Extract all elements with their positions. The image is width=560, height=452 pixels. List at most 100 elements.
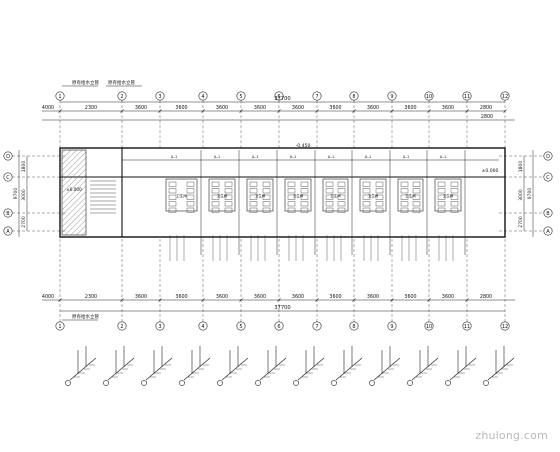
stall [400, 181, 409, 187]
stall [224, 181, 233, 187]
dim-bay-top: 3600 [254, 105, 266, 111]
axis-bubble-right-C [543, 172, 553, 182]
stall [224, 201, 233, 207]
stall [375, 194, 384, 200]
axis-bubble-right-B [543, 208, 553, 218]
dim-tick-top [120, 109, 124, 113]
dim-tick-top [390, 109, 394, 113]
dim-bay-top: 3600 [404, 105, 416, 111]
stall [262, 194, 271, 200]
stall [287, 181, 296, 187]
axis-label-left: D [6, 154, 10, 160]
axis-bubble-right-A [543, 226, 553, 236]
stall [362, 201, 371, 207]
iso-node [445, 380, 451, 386]
iso-node [141, 380, 147, 386]
stall [400, 194, 409, 200]
dim-right-total: 9700 [527, 188, 533, 200]
axis-label-top: 7 [315, 94, 318, 100]
dim-bay-bottom: 2800 [480, 294, 492, 300]
iso-pipe [373, 357, 401, 381]
stall [249, 201, 258, 207]
axis-label-left: B [6, 211, 10, 217]
stall [211, 201, 220, 207]
dim-bay-top: 3600 [367, 105, 379, 111]
dim-right-ext-top: 2800 [481, 114, 493, 120]
stall [412, 181, 421, 187]
stall [262, 181, 271, 187]
iso-node [217, 380, 223, 386]
toilet-unit [397, 178, 424, 212]
dim-bay-top: 3600 [175, 105, 187, 111]
dim-overall-bottom: 37700 [274, 305, 291, 311]
stall [168, 207, 177, 213]
stall [450, 201, 459, 207]
iso-node [483, 380, 489, 386]
stall [437, 188, 446, 194]
toilet-unit [322, 178, 349, 212]
axis-label-bottom: 10 [426, 324, 432, 330]
axis-label-right: B [546, 211, 550, 217]
iso-node [255, 380, 261, 386]
iso-node [179, 380, 185, 386]
pipe-tag: JL-1 [213, 155, 221, 159]
stall [437, 181, 446, 187]
axis-label-top: 1 [58, 94, 61, 100]
dim-tick-top [58, 109, 62, 113]
stall [375, 181, 384, 187]
axis-bubble-right-D [543, 151, 553, 161]
pipe-tag: JL-1 [364, 155, 372, 159]
stall [186, 201, 195, 207]
stall [325, 194, 334, 200]
iso-node [65, 380, 71, 386]
stall [300, 188, 309, 194]
iso-pipe [183, 357, 211, 381]
dim-tick-top [427, 109, 431, 113]
level-mark: -0.450 [296, 143, 311, 149]
pipe-tag: JL-1 [251, 155, 259, 159]
stall [450, 207, 459, 213]
axis-bubble-bottom-12 [500, 321, 510, 331]
dim-left: 1800 [21, 161, 27, 173]
toilet-unit [165, 178, 198, 212]
stair-hatch-area [61, 149, 87, 236]
stall [211, 181, 220, 187]
stall [450, 188, 459, 194]
toilet-unit [246, 178, 274, 212]
axis-bubble-bottom-4 [198, 321, 208, 331]
stall [211, 188, 220, 194]
level-mark-right: ±0.000 [481, 168, 498, 174]
stall [249, 188, 258, 194]
stall [168, 181, 177, 187]
room-tag: 卫生间 [405, 193, 416, 198]
stall [437, 201, 446, 207]
dim-bay-bottom: 3600 [442, 294, 454, 300]
stall [168, 194, 177, 200]
watermark: zhulong.com [475, 429, 548, 442]
room-tag: 卫生间 [368, 193, 379, 198]
iso-pipe [487, 357, 515, 381]
stall [337, 188, 346, 194]
axis-label-right: C [546, 175, 550, 181]
stall [412, 207, 421, 213]
axis-label-bottom: 1 [58, 324, 61, 330]
pipe-tag: JL-1 [402, 155, 410, 159]
dim-bay-bottom: 3600 [404, 294, 416, 300]
room-tag: 卫生间 [255, 193, 266, 198]
stall [337, 194, 346, 200]
stall [337, 181, 346, 187]
dim-bay-top: 3600 [135, 105, 147, 111]
axis-bubble-bottom-3 [155, 321, 165, 331]
iso-node [407, 380, 413, 386]
dim-bay-top: 2800 [480, 105, 492, 111]
axis-label-bottom: 4 [201, 324, 204, 330]
legend-top-2: 原有给水立管 [108, 79, 135, 86]
stall [412, 194, 421, 200]
toilet-unit [208, 178, 236, 212]
iso-pipe [449, 357, 477, 381]
axis-label-bottom: 12 [502, 324, 508, 330]
iso-pipe [411, 357, 439, 381]
exterior-wall [59, 147, 506, 238]
room-tag: 卫生间 [293, 193, 304, 198]
